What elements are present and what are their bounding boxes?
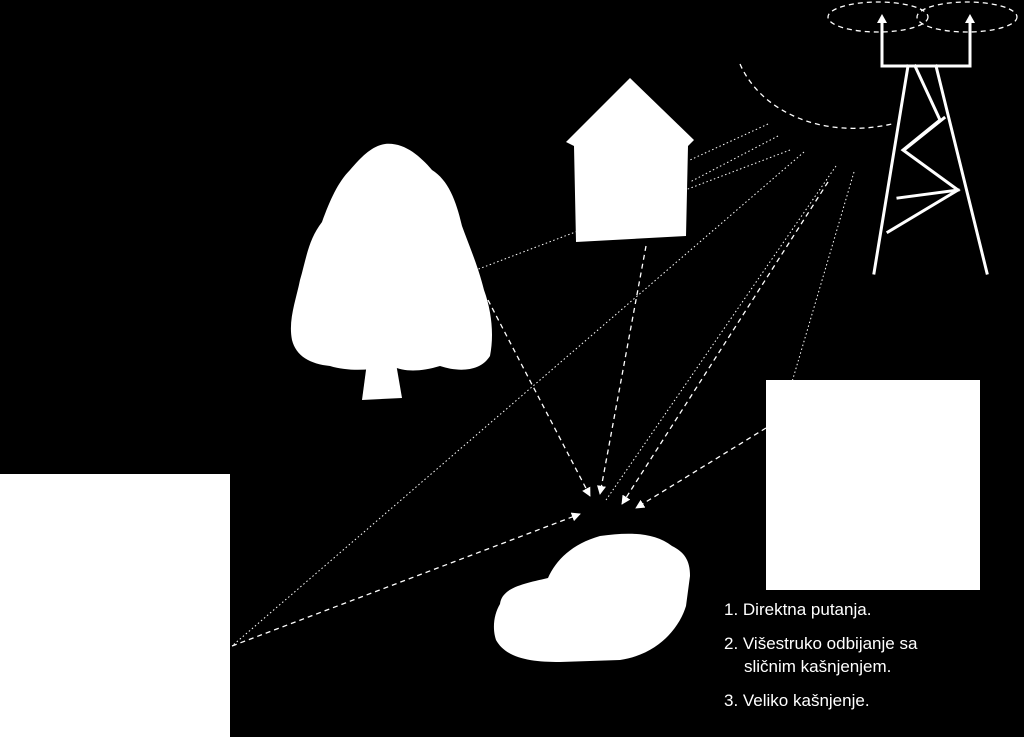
ray-to-house-upper [689, 123, 769, 161]
radiation-pattern [827, 1, 1018, 33]
legend: 1. Direktna putanja. 2. Višestruko odbij… [724, 598, 1019, 723]
ray-to-house-lower [689, 135, 779, 183]
radiation-lobe-right [916, 1, 1018, 33]
reflected-rays [231, 181, 829, 647]
reflection-from-tree [487, 299, 591, 497]
incident-rays [231, 123, 855, 647]
ray-to-left-building [231, 151, 805, 647]
reflection-from-right-building [635, 427, 767, 509]
antenna-arrow-right [965, 14, 975, 23]
antenna-arrow-left [877, 14, 887, 23]
reflection-from-left-building [231, 512, 581, 647]
house-icon [566, 78, 694, 242]
radiation-lobe-left [827, 1, 929, 33]
legend-item-multiple-reflection: 2. Višestruko odbijanje sa sličnim kašnj… [724, 632, 1019, 678]
building-block-right [766, 380, 980, 590]
ray-to-right-building [791, 171, 855, 383]
legend-item-direct-path: 1. Direktna putanja. [724, 598, 1019, 621]
legend-item-1-text: 1. Direktna putanja. [724, 600, 872, 619]
building-block-left [0, 474, 230, 737]
tree-icon [290, 143, 492, 400]
legend-item-2-line-1: 2. Višestruko odbijanje sa [724, 634, 918, 653]
legend-item-2-line-2: sličnim kašnjenjem. [744, 657, 892, 676]
reflection-from-tower-direct [621, 181, 829, 505]
legend-item-large-delay: 3. Veliko kašnjenje. [724, 689, 1019, 712]
wavefront-arc [739, 63, 893, 129]
reflection-from-house [597, 245, 647, 495]
car-icon [493, 533, 690, 662]
antenna-tower-icon [872, 20, 989, 275]
legend-item-3-text: 3. Veliko kašnjenje. [724, 691, 870, 710]
